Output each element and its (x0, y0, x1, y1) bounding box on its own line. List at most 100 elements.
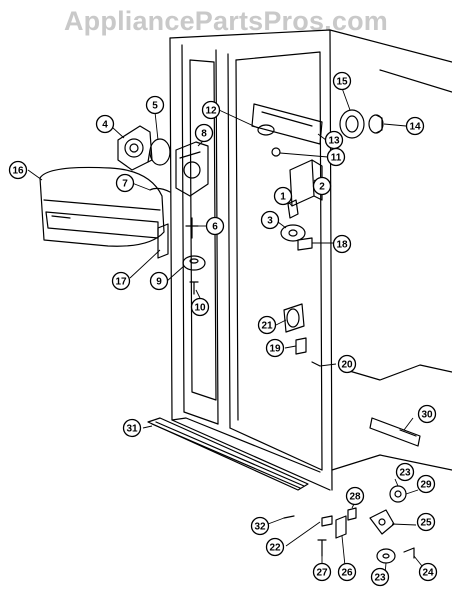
callout-15: 15 (332, 71, 352, 91)
callout-circle (115, 173, 135, 193)
callout-circle (145, 95, 165, 115)
callout-circle (395, 462, 415, 482)
part-10-screw (189, 281, 199, 295)
callout-circle (194, 123, 214, 143)
callout-6: 6 (205, 216, 225, 236)
callout-7: 7 (115, 173, 135, 193)
callout-circle (418, 562, 438, 582)
callout-3: 3 (260, 210, 280, 230)
callout-circle (370, 567, 390, 587)
callout-26: 26 (337, 562, 357, 582)
callout-circle (417, 404, 437, 424)
callout-number: 2 (319, 182, 325, 193)
callout-circle (265, 338, 285, 358)
callout-24: 24 (418, 562, 438, 582)
callout-1: 1 (273, 186, 293, 206)
callout-32: 32 (250, 516, 270, 536)
callout-number: 26 (341, 568, 353, 579)
callout-number: 11 (331, 153, 342, 164)
part-28-shim (347, 507, 357, 521)
part-1-clip (287, 199, 299, 219)
part-21-holder (283, 303, 305, 333)
callout-16: 16 (8, 160, 28, 180)
part-27-screw (317, 539, 327, 557)
callout-11: 11 (326, 147, 346, 167)
part-11-socket (271, 147, 281, 157)
callout-number: 30 (421, 410, 433, 421)
callout-29: 29 (416, 474, 436, 494)
callout-circle (95, 114, 115, 134)
part-24-pin (403, 547, 415, 559)
callout-circle (149, 271, 169, 291)
callout-number: 23 (399, 468, 411, 479)
callout-number: 3 (267, 216, 273, 227)
callout-number: 8 (201, 129, 207, 140)
callout-circle (416, 512, 436, 532)
callout-circle (405, 116, 425, 136)
part-3-damper (280, 224, 306, 242)
callout-number: 32 (254, 522, 266, 533)
callout-number: 27 (316, 568, 328, 579)
callout-circle (312, 562, 332, 582)
callout-2: 2 (312, 176, 332, 196)
part-20-screw (311, 361, 321, 367)
callout-13: 13 (324, 130, 344, 150)
callout-circle (337, 562, 357, 582)
part-18-switch (297, 237, 313, 251)
part-14-knob (368, 114, 384, 134)
callout-number: 23 (374, 573, 386, 584)
callout-number: 31 (126, 424, 138, 435)
part-8-housing (175, 141, 209, 197)
callout-20: 20 (337, 354, 357, 374)
callout-number: 25 (420, 518, 432, 529)
callout-circle (260, 210, 280, 230)
part-19-clip (295, 337, 307, 355)
callout-number: 20 (341, 360, 353, 371)
callout-circle (250, 516, 270, 536)
callout-number: 15 (336, 77, 348, 88)
callout-circle (416, 474, 436, 494)
part-17-slide (157, 223, 169, 259)
callout-number: 29 (420, 480, 432, 491)
callout-9: 9 (149, 271, 169, 291)
part-5-motor (147, 138, 171, 166)
callout-number: 9 (156, 277, 162, 288)
callout-number: 12 (205, 106, 217, 117)
callout-circle (312, 176, 332, 196)
part-25-hinge (369, 509, 395, 535)
callout-25: 25 (416, 512, 436, 532)
callout-circle (205, 216, 225, 236)
part-6-pin (185, 217, 199, 239)
callout-4: 4 (95, 114, 115, 134)
callout-30: 30 (417, 404, 437, 424)
callout-22: 22 (265, 537, 285, 557)
part-22-washer (321, 515, 333, 527)
callout-21: 21 (257, 315, 277, 335)
part-13-light-housing (251, 103, 323, 145)
part-4-bracket (117, 125, 153, 171)
callout-circle (257, 315, 277, 335)
callout-circle (345, 486, 365, 506)
callout-circle (332, 234, 352, 254)
callout-circle (8, 160, 28, 180)
callout-circle (337, 354, 357, 374)
callout-8: 8 (194, 123, 214, 143)
part-7-wire (149, 187, 171, 193)
part-9-gear (182, 255, 206, 271)
part-15-knob (339, 109, 365, 139)
callout-31: 31 (122, 418, 142, 438)
callout-number: 16 (12, 166, 24, 177)
callout-number: 28 (349, 492, 361, 503)
callout-number: 5 (152, 101, 158, 112)
part-23-bushing-lower (376, 548, 396, 564)
callout-number: 7 (122, 179, 128, 190)
part-31-grille (147, 417, 309, 491)
callout-number: 10 (194, 303, 206, 314)
callout-number: 18 (336, 240, 348, 251)
callout-18: 18 (332, 234, 352, 254)
callout-number: 4 (102, 120, 108, 131)
part-30-bracket (369, 417, 421, 447)
